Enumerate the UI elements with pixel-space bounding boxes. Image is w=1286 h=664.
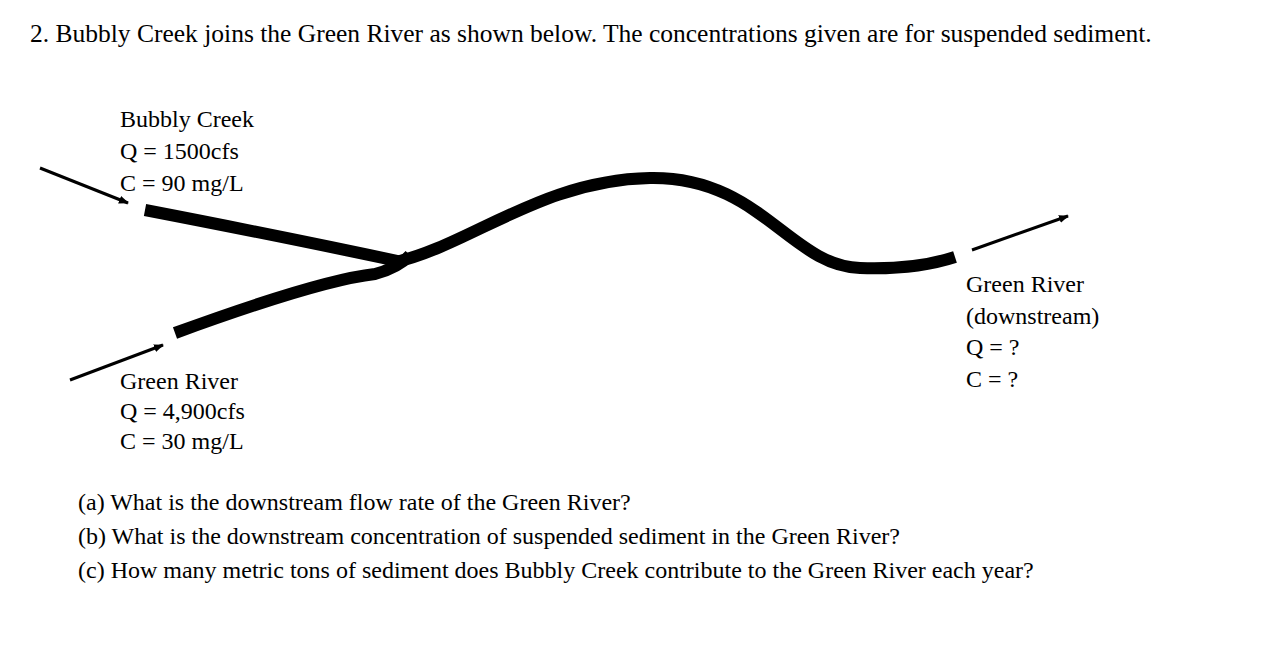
- concentration-value: C = ?: [966, 364, 1018, 394]
- problem-statement: 2. Bubbly Creek joins the Green River as…: [30, 16, 1228, 52]
- green-river-upstream-channel: [175, 255, 410, 333]
- flow-arrow: [972, 216, 1068, 250]
- river-name: Bubbly Creek: [120, 104, 254, 134]
- question-text: (a) What is the downstream flow rate of …: [78, 487, 631, 517]
- concentration-value: C = 30 mg/L: [120, 426, 244, 456]
- flow-arrow: [40, 168, 128, 203]
- question-text: (c) How many metric tons of sediment doe…: [78, 555, 1034, 585]
- green-river-downstream-channel: [392, 178, 955, 268]
- question-text: (b) What is the downstream concentration…: [78, 521, 900, 551]
- flow-value: Q = 4,900cfs: [120, 396, 245, 426]
- flow-value: Q = ?: [966, 332, 1020, 362]
- bubbly-creek-channel: [145, 210, 402, 262]
- river-name: Green River (downstream): [966, 268, 1136, 332]
- concentration-value: C = 90 mg/L: [120, 168, 244, 198]
- flow-value: Q = 1500cfs: [120, 136, 239, 166]
- river-name: Green River: [120, 366, 238, 396]
